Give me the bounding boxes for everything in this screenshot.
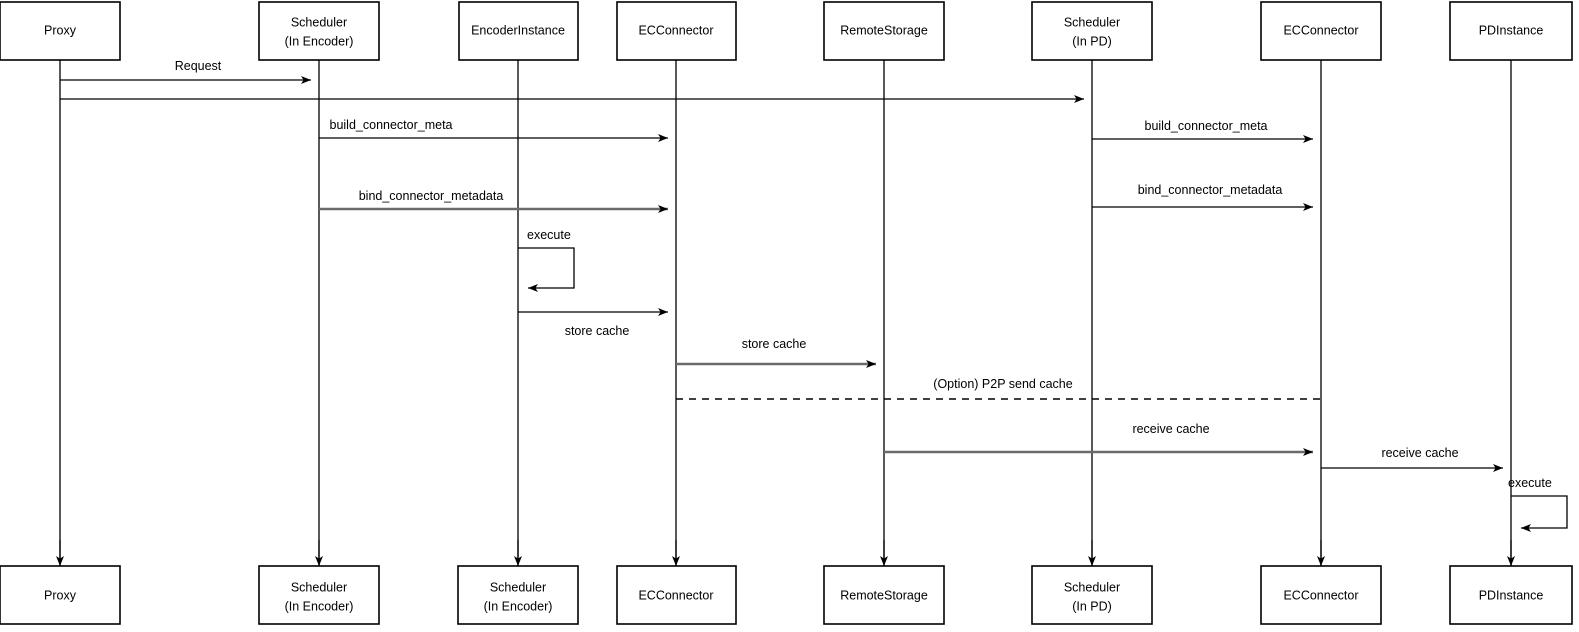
message-bind-connector-metadata-encoder[interactable]: bind_connector_metadata <box>319 189 668 213</box>
message-bind-connector-metadata-pd[interactable]: bind_connector_metadata <box>1092 183 1313 211</box>
actor-top-scheduler-in-pd-label-1: Scheduler <box>1064 15 1120 29</box>
message-build-connector-meta-pd[interactable]: build_connector_meta <box>1092 119 1313 143</box>
lifelines-group <box>59 60 1512 566</box>
actor-top-scheduler-in-pd-label-2: (In PD) <box>1072 34 1112 48</box>
message-store-cache-encoder-to-ecconnector[interactable]: store cache <box>518 308 668 338</box>
message-store-cache-ecconnector-to-remotestorage[interactable]: store cache <box>676 337 876 368</box>
actor-bottom-scheduler-in-pd-label-1: Scheduler <box>1064 580 1120 594</box>
actor-top-proxy-box <box>0 1 121 61</box>
message-label-option-p2p-send-cache: (Option) P2P send cache <box>933 377 1072 391</box>
actor-top-ecconnector-left[interactable]: ECConnector <box>616 1 737 61</box>
actor-top-encoder-instance[interactable]: EncoderInstance <box>458 1 579 61</box>
actor-bottom-encoder-instance[interactable]: Scheduler (In Encoder) <box>457 565 579 625</box>
actor-bottom-encoder-instance-label-2: (In Encoder) <box>484 599 553 613</box>
message-label-bind-connector-metadata-encoder: bind_connector_metadata <box>359 189 504 203</box>
actor-bottom-scheduler-in-encoder-label-2: (In Encoder) <box>285 599 354 613</box>
actor-top-scheduler-in-encoder-box <box>258 1 380 61</box>
actor-bottom-proxy-label: Proxy <box>44 588 77 602</box>
actor-bottom-scheduler-in-pd-label-2: (In PD) <box>1072 599 1112 613</box>
actor-top-ecconnector-right[interactable]: ECConnector <box>1260 1 1382 61</box>
actor-top-scheduler-in-encoder-label-2: (In Encoder) <box>285 34 354 48</box>
actor-bottom-scheduler-in-encoder-box <box>258 565 380 625</box>
actor-top-scheduler-in-encoder[interactable]: Scheduler (In Encoder) <box>258 1 380 61</box>
message-label-receive-cache-remotestorage-to-ecconnector: receive cache <box>1132 422 1209 436</box>
messages-group: Request build_connector_meta build_conne… <box>60 59 1568 532</box>
actor-bottom-ecconnector-right-box <box>1260 565 1382 625</box>
actor-bottom-proxy-box <box>0 565 121 625</box>
message-request[interactable]: Request <box>60 59 311 84</box>
message-build-connector-meta-encoder[interactable]: build_connector_meta <box>319 118 668 142</box>
actor-bottom-scheduler-in-encoder[interactable]: Scheduler (In Encoder) <box>258 565 380 625</box>
message-label-build-connector-meta-pd: build_connector_meta <box>1145 119 1268 133</box>
actor-bottom-proxy[interactable]: Proxy <box>0 565 121 625</box>
actor-top-proxy[interactable]: Proxy <box>0 1 121 61</box>
message-receive-cache-remotestorage-to-ecconnector[interactable]: receive cache <box>884 422 1313 456</box>
actor-top-scheduler-in-pd[interactable]: Scheduler (In PD) <box>1031 1 1153 61</box>
actor-bottom-scheduler-in-pd[interactable]: Scheduler (In PD) <box>1031 565 1153 625</box>
actor-top-ecconnector-right-box <box>1260 1 1382 61</box>
actor-bottom-encoder-instance-box <box>457 565 579 625</box>
actor-top-remote-storage[interactable]: RemoteStorage <box>823 1 945 61</box>
message-receive-cache-ecconnector-to-pdinstance[interactable]: receive cache <box>1321 446 1503 472</box>
message-label-store-cache-ecconnector-to-remotestorage: store cache <box>742 337 807 351</box>
actor-top-pd-instance-label: PDInstance <box>1479 23 1544 37</box>
message-label-store-cache-encoder-to-ecconnector: store cache <box>565 324 630 338</box>
message-label-build-connector-meta-encoder: build_connector_meta <box>330 118 453 132</box>
actors-bottom-group: Proxy Scheduler (In Encoder) Scheduler (… <box>0 565 1573 625</box>
message-label-execute-pdinstance: execute <box>1508 476 1552 490</box>
actor-top-scheduler-in-encoder-label-1: Scheduler <box>291 15 347 29</box>
actor-top-remote-storage-label: RemoteStorage <box>840 23 928 37</box>
message-label-receive-cache-ecconnector-to-pdinstance: receive cache <box>1381 446 1458 460</box>
actor-bottom-remote-storage-label: RemoteStorage <box>840 588 928 602</box>
actor-top-encoder-instance-box <box>458 1 579 61</box>
message-label-bind-connector-metadata-pd: bind_connector_metadata <box>1138 183 1283 197</box>
actor-bottom-pd-instance[interactable]: PDInstance <box>1449 565 1573 625</box>
actor-top-pd-instance-box <box>1449 1 1573 61</box>
actor-top-pd-instance[interactable]: PDInstance <box>1449 1 1573 61</box>
actor-bottom-encoder-instance-label-1: Scheduler <box>490 580 546 594</box>
message-label-execute-encoder-instance: execute <box>527 228 571 242</box>
actors-top-group: Proxy Scheduler (In Encoder) EncoderInst… <box>0 1 1573 61</box>
message-option-p2p-send-cache[interactable]: (Option) P2P send cache <box>676 377 1321 400</box>
actor-top-scheduler-in-pd-box <box>1031 1 1153 61</box>
actor-bottom-pd-instance-box <box>1449 565 1573 625</box>
actor-bottom-pd-instance-label: PDInstance <box>1479 588 1544 602</box>
actor-bottom-scheduler-in-encoder-label-1: Scheduler <box>291 580 347 594</box>
actor-bottom-ecconnector-right-label: ECConnector <box>1283 588 1358 602</box>
actor-bottom-scheduler-in-pd-box <box>1031 565 1153 625</box>
actor-top-ecconnector-right-label: ECConnector <box>1283 23 1358 37</box>
actor-bottom-remote-storage-box <box>823 565 945 625</box>
message-execute-pdinstance[interactable]: execute <box>1508 476 1568 532</box>
message-arrow-execute-encoder-instance <box>518 247 575 292</box>
actor-top-proxy-label: Proxy <box>44 23 77 37</box>
actor-top-ecconnector-left-box <box>616 1 737 61</box>
message-execute-encoder-instance[interactable]: execute <box>518 228 575 292</box>
actor-top-ecconnector-left-label: ECConnector <box>638 23 713 37</box>
actor-bottom-ecconnector-right[interactable]: ECConnector <box>1260 565 1382 625</box>
message-label-request: Request <box>175 59 222 73</box>
actor-top-encoder-instance-label: EncoderInstance <box>471 23 565 37</box>
lifeline-terminators-group <box>56 540 1515 566</box>
actor-bottom-ecconnector-left-label: ECConnector <box>638 588 713 602</box>
actor-top-remote-storage-box <box>823 1 945 61</box>
actor-bottom-ecconnector-left[interactable]: ECConnector <box>616 565 737 625</box>
message-arrow-execute-pdinstance <box>1511 495 1568 532</box>
actor-bottom-remote-storage[interactable]: RemoteStorage <box>823 565 945 625</box>
